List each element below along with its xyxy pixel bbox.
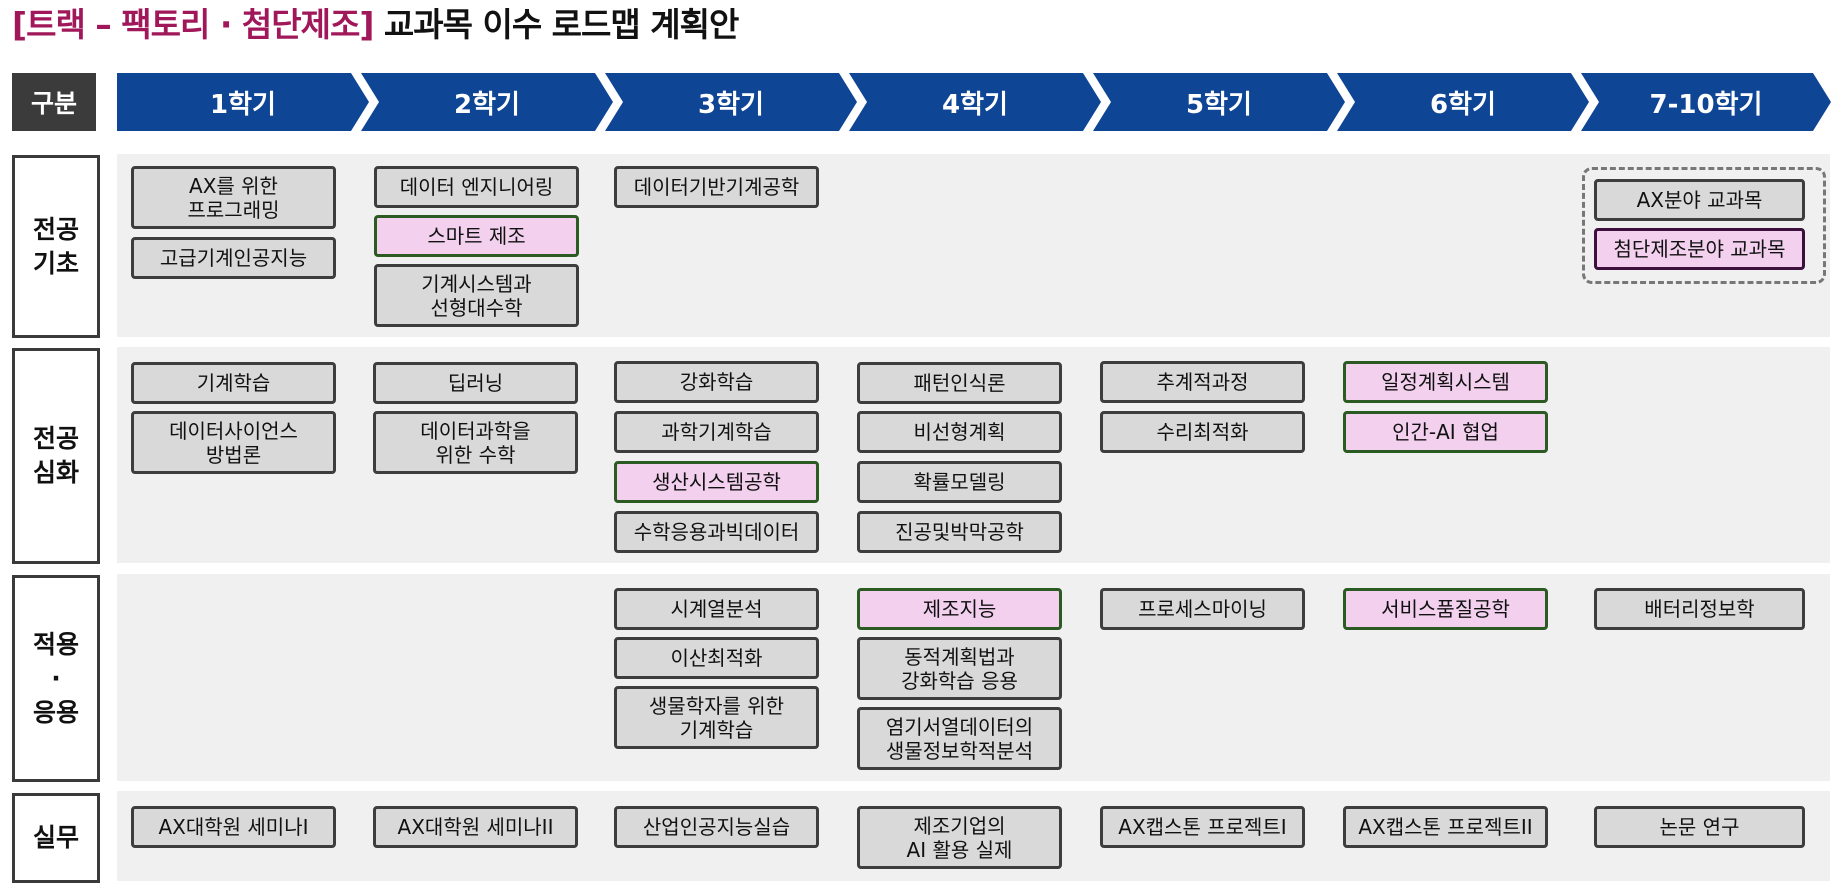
course-card-highlight: 일정계획시스템 xyxy=(1343,361,1548,403)
course-card: 확률모델링 xyxy=(857,461,1062,503)
course-card: 기계시스템과 선형대수학 xyxy=(374,264,579,327)
semester-header: 2학기 xyxy=(361,73,613,131)
course-card: 진공및박막공학 xyxy=(857,511,1062,553)
course-card-highlight: 스마트 제조 xyxy=(374,215,579,257)
semester-header: 4학기 xyxy=(849,73,1101,131)
row-label-major-advanced: 전공 심화 xyxy=(12,348,100,564)
category-header: 구분 xyxy=(12,73,96,131)
course-card: AX캡스톤 프로젝트II xyxy=(1343,806,1548,848)
title-accent: [트랙 – 팩토리 · 첨단제조] xyxy=(12,5,374,44)
course-card: 데이터기반기계공학 xyxy=(614,166,819,208)
title-text: 교과목 이수 로드맵 계획안 xyxy=(383,5,739,44)
course-card: 강화학습 xyxy=(614,361,819,403)
course-card: 논문 연구 xyxy=(1594,806,1805,848)
course-card: 시계열분석 xyxy=(614,588,819,630)
course-card: AX분야 교과목 xyxy=(1594,179,1805,221)
course-card: 배터리정보학 xyxy=(1594,588,1805,630)
course-card: 딥러닝 xyxy=(373,362,578,404)
semester-header: 3학기 xyxy=(605,73,857,131)
course-card: 이산최적화 xyxy=(614,637,819,679)
course-card-highlight: 생산시스템공학 xyxy=(614,461,819,503)
semester-header: 1학기 xyxy=(117,73,369,131)
course-card-highlight: 서비스품질공학 xyxy=(1343,588,1548,630)
course-card: 고급기계인공지능 xyxy=(131,237,336,279)
semester-header-bar: 1학기 2학기 3학기 4학기 5학기 6학기 7-10학기 xyxy=(117,73,1831,131)
course-card: AX대학원 세미나II xyxy=(373,806,578,848)
course-card: 추계적과정 xyxy=(1100,361,1305,403)
row-label-practice: 실무 xyxy=(12,793,100,883)
row-label-applied: 적용 · 응용 xyxy=(12,575,100,782)
row-label-major-foundation: 전공 기초 xyxy=(12,155,100,338)
course-card: AX를 위한 프로그래밍 xyxy=(131,166,336,229)
course-card: 데이터 엔지니어링 xyxy=(374,166,579,208)
course-card: 생물학자를 위한 기계학습 xyxy=(614,686,819,749)
course-card: 수학응용과빅데이터 xyxy=(614,511,819,553)
course-card-highlight: 제조지능 xyxy=(857,588,1062,630)
course-card: 데이터과학을 위한 수학 xyxy=(373,411,578,474)
course-card: 패턴인식론 xyxy=(857,362,1062,404)
course-card: 동적계획법과 강화학습 응용 xyxy=(857,637,1062,700)
semester-header: 6학기 xyxy=(1337,73,1589,131)
elective-group xyxy=(1582,167,1826,284)
course-card: 데이터사이언스 방법론 xyxy=(131,411,336,474)
course-card: 비선형계획 xyxy=(857,411,1062,453)
course-card: AX대학원 세미나I xyxy=(131,806,336,848)
course-card: AX캡스톤 프로젝트I xyxy=(1100,806,1305,848)
semester-header: 5학기 xyxy=(1093,73,1345,131)
course-card: 제조기업의 AI 활용 실제 xyxy=(857,806,1062,869)
course-card: 수리최적화 xyxy=(1100,411,1305,453)
page-title: [트랙 – 팩토리 · 첨단제조] 교과목 이수 로드맵 계획안 xyxy=(12,2,739,48)
semester-header: 7-10학기 xyxy=(1581,73,1831,131)
course-card: 기계학습 xyxy=(131,362,336,404)
course-card: 산업인공지능실습 xyxy=(614,806,819,848)
course-card-highlight: 첨단제조분야 교과목 xyxy=(1594,228,1805,270)
course-card: 프로세스마이닝 xyxy=(1100,588,1305,630)
course-card: 염기서열데이터의 생물정보학적분석 xyxy=(857,707,1062,770)
course-card: 과학기계학습 xyxy=(614,411,819,453)
course-card-highlight: 인간-AI 협업 xyxy=(1343,411,1548,453)
